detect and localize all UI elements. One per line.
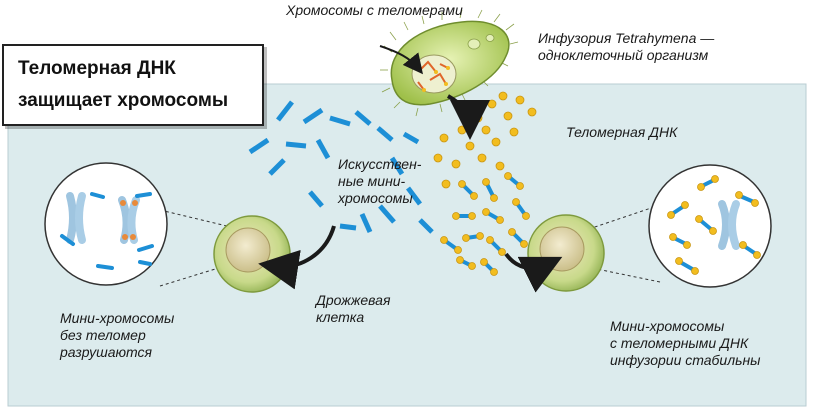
curved-arrow-icon xyxy=(446,94,490,140)
magnifier-circle-icon xyxy=(44,162,168,286)
curved-arrow-icon xyxy=(379,45,424,75)
label-infusoria: Инфузория Tetrahymena — одноклеточный ор… xyxy=(538,30,715,63)
label-artificial-minichromosomes: Искусствен- ные мини- хромосомы xyxy=(338,156,422,206)
title-line-2: защищает хромосомы xyxy=(18,90,229,111)
label-yeast-cell: Дрожжевая клетка xyxy=(316,292,391,325)
title-box: Теломерная ДНК защищает хромосомы xyxy=(2,44,264,126)
yeast-cell-icon xyxy=(213,215,291,293)
yeast-cell-icon xyxy=(527,214,605,292)
label-left-outcome: Мини-хромосомы без теломер разрушаются xyxy=(60,310,175,360)
magnifier-circle-icon xyxy=(648,164,772,288)
chromosome-icon xyxy=(118,196,140,244)
label-chromosomes-with-telomeres: Хромосомы с теломерами xyxy=(286,2,463,18)
minichromosomes-scatter xyxy=(248,100,434,234)
label-telomeric-dna: Теломерная ДНК xyxy=(566,124,678,140)
chromosome-icon xyxy=(66,192,86,244)
curved-arrow-icon xyxy=(504,252,563,293)
chromosome-icon xyxy=(718,200,740,250)
curved-arrow-icon xyxy=(258,225,336,290)
label-right-outcome: Мини-хромосомы с теломерными ДНК инфузор… xyxy=(610,318,761,368)
telomere-capped-minichromosomes xyxy=(440,172,530,276)
title-line-1: Теломерная ДНК xyxy=(18,58,176,79)
